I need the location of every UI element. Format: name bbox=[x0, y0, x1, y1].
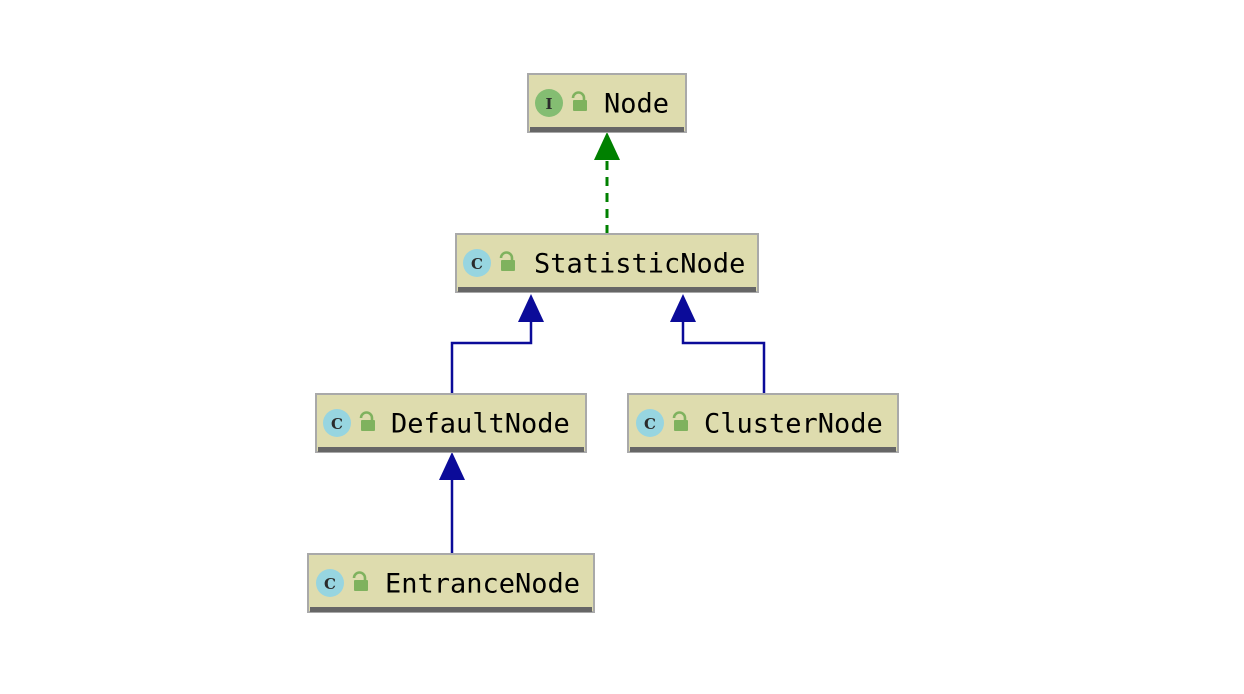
class-box-statisticnode[interactable]: C StatisticNode bbox=[455, 233, 759, 293]
unlock-shackle bbox=[571, 91, 586, 101]
unlock-icon bbox=[499, 251, 515, 271]
class-box-clusternode[interactable]: C ClusterNode bbox=[627, 393, 899, 453]
unlock-shackle bbox=[359, 411, 374, 421]
box-shadow-edge bbox=[530, 127, 684, 132]
edge-defaultnode-extends-statisticnode[interactable] bbox=[450, 294, 544, 394]
realization-arrowhead bbox=[594, 132, 620, 160]
class-circle-icon bbox=[636, 409, 664, 437]
unlock-icon bbox=[359, 411, 375, 431]
class-circle-icon bbox=[323, 409, 351, 437]
unlock-icon bbox=[571, 91, 587, 111]
box-shadow-edge bbox=[458, 287, 756, 292]
box-background bbox=[455, 233, 759, 293]
generalization-arrowhead bbox=[670, 294, 696, 322]
unlock-body bbox=[354, 580, 368, 591]
class-box-defaultnode[interactable]: C DefaultNode bbox=[315, 393, 587, 453]
edge-layer bbox=[439, 132, 766, 554]
class-circle-icon bbox=[316, 569, 344, 597]
unlock-body bbox=[361, 420, 375, 431]
class-box-node[interactable]: I Node bbox=[527, 73, 687, 133]
class-name-label: ClusterNode bbox=[704, 409, 883, 440]
class-name-label: DefaultNode bbox=[391, 409, 570, 440]
class-stereotype-letter: C bbox=[324, 575, 336, 593]
edge-statisticnode-implements-node[interactable] bbox=[594, 132, 620, 234]
class-box-entrancenode[interactable]: C EntranceNode bbox=[307, 553, 595, 613]
interface-circle-icon bbox=[535, 89, 563, 117]
generalization-arrowhead bbox=[518, 294, 544, 322]
unlock-body bbox=[573, 100, 587, 111]
unlock-shackle bbox=[672, 411, 687, 421]
unlock-shackle bbox=[499, 251, 514, 261]
generalization-line bbox=[681, 318, 766, 394]
unlock-icon bbox=[672, 411, 688, 431]
unlock-body bbox=[674, 420, 688, 431]
generalization-arrowhead bbox=[439, 452, 465, 480]
interface-stereotype-letter: I bbox=[545, 95, 552, 113]
box-background bbox=[627, 393, 899, 453]
box-shadow-edge bbox=[318, 447, 584, 452]
class-circle-icon bbox=[463, 249, 491, 277]
generalization-line bbox=[450, 318, 533, 394]
unlock-icon bbox=[352, 571, 368, 591]
class-stereotype-letter: C bbox=[331, 415, 343, 433]
class-name-label: StatisticNode bbox=[534, 249, 745, 280]
box-shadow-edge bbox=[310, 607, 592, 612]
unlock-shackle bbox=[352, 571, 367, 581]
class-name-label: Node bbox=[604, 89, 669, 120]
unlock-body bbox=[501, 260, 515, 271]
box-shadow-edge bbox=[630, 447, 896, 452]
class-stereotype-letter: C bbox=[471, 255, 483, 273]
edge-clusternode-extends-statisticnode[interactable] bbox=[670, 294, 766, 394]
class-name-label: EntranceNode bbox=[385, 569, 580, 600]
class-stereotype-letter: C bbox=[644, 415, 656, 433]
edge-entrancenode-extends-defaultnode[interactable] bbox=[439, 452, 465, 554]
